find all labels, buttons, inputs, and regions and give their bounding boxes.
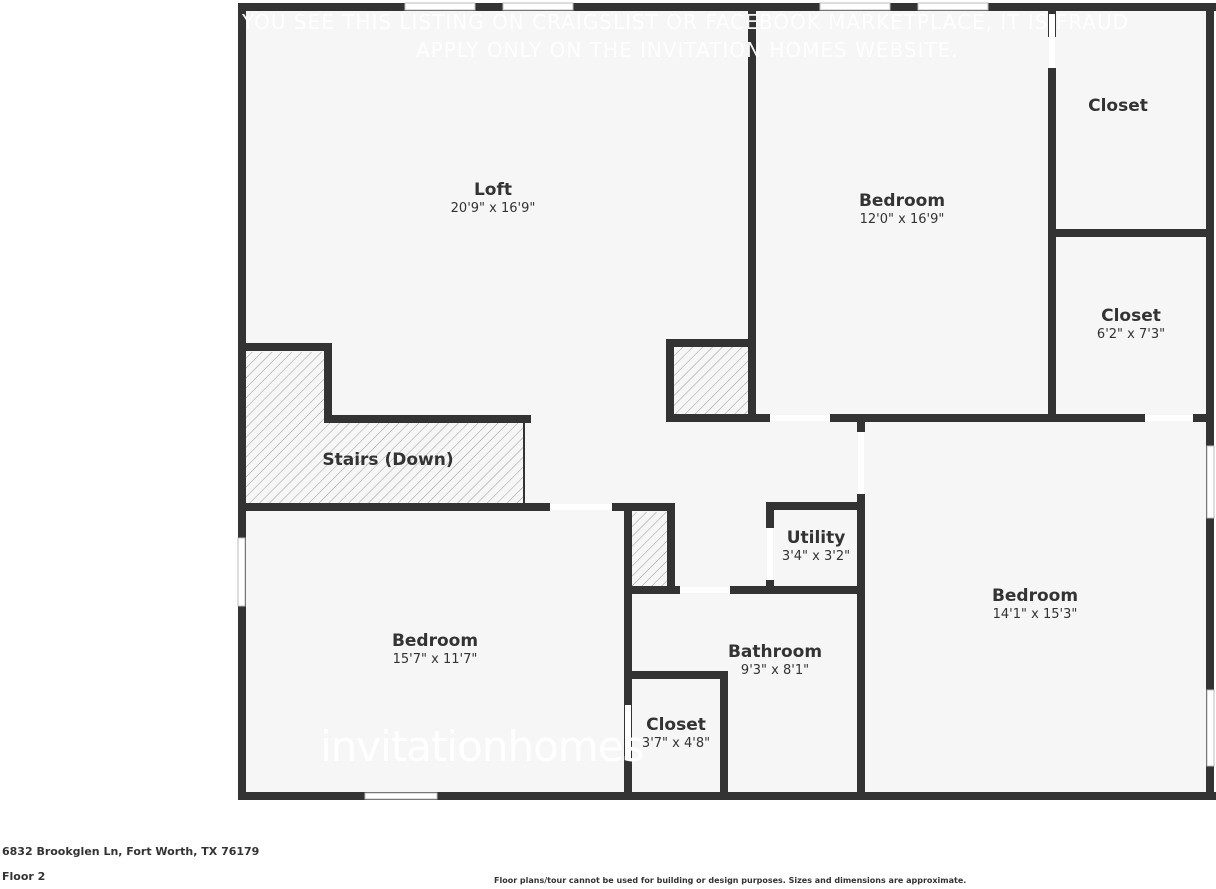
room-loft: Loft 20'9" x 16'9" bbox=[450, 180, 536, 216]
disclaimer-text: Floor plans/tour cannot be used for buil… bbox=[494, 876, 967, 885]
windows bbox=[237, 2, 1215, 800]
room-closet-3: Closet 3'7" x 4'8" bbox=[641, 715, 711, 751]
room-utility: Utility 3'4" x 3'2" bbox=[781, 528, 851, 564]
fraud-warning-line1: YOU SEE THIS LISTING ON CRAIGSLIST OR FA… bbox=[242, 10, 1130, 34]
fraud-warning-line2: APPLY ONLY ON THE INVITATION HOMES WEBSI… bbox=[416, 38, 959, 62]
chase-hatch-1 bbox=[673, 347, 748, 414]
door-openings bbox=[550, 14, 1193, 760]
stairs-hatch bbox=[246, 352, 524, 503]
property-address: 6832 Brookglen Ln, Fort Worth, TX 76179 bbox=[2, 845, 260, 858]
room-stairs: Stairs (Down) bbox=[322, 450, 454, 470]
room-closet-2: Closet 6'2" x 7'3" bbox=[1096, 306, 1166, 342]
walls bbox=[238, 3, 1216, 800]
room-bedroom-2: Bedroom 14'1" x 15'3" bbox=[991, 586, 1079, 622]
room-bedroom-3: Bedroom 15'7" x 11'7" bbox=[391, 631, 479, 667]
chase-hatch-2 bbox=[632, 512, 667, 588]
room-closet-1: Closet bbox=[1088, 96, 1148, 116]
room-bathroom: Bathroom 9'3" x 8'1" bbox=[727, 642, 823, 678]
brand-watermark-logo: invitationhomes bbox=[320, 722, 644, 771]
room-bedroom-1: Bedroom 12'0" x 16'9" bbox=[858, 191, 946, 227]
floor-label: Floor 2 bbox=[2, 870, 46, 883]
